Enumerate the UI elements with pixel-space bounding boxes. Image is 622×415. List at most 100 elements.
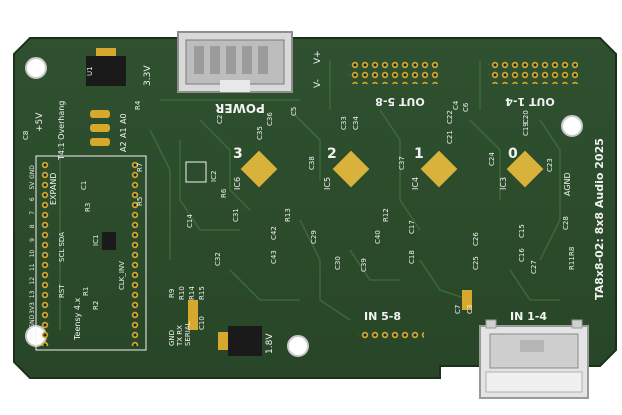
expand-label: EXPAND [49,173,58,205]
ref-c36: C36 [266,112,274,126]
header-pin-label: 7 [29,211,36,215]
ref-r5: R5 [136,197,144,206]
serial-txrx-label: TX RX [176,325,184,347]
header-pin-label: 13 [29,290,36,298]
ref-c18: C18 [408,250,416,264]
header-pin-label: 5V [29,181,36,190]
ref-c40: C40 [374,230,382,244]
ref-r1: R1 [82,287,90,296]
header-pin-label: 10 [29,250,36,258]
ref-c25: C25 [472,256,480,270]
header-pin-label: 8 [29,224,36,228]
board-title: TA8x8-02: 8x8 Audio 2025 [593,138,606,300]
ref-c27: C27 [530,260,538,274]
regulators [86,48,262,356]
ref-c20: C20 [522,110,530,124]
ref-ic1: IC1 [92,235,100,246]
input-connector [479,319,589,399]
header-pin-label: GND [29,314,36,328]
ref-r4: R4 [134,100,142,110]
power-connector [177,31,293,93]
codec-number-0: 0 [508,146,518,162]
ref-c23: C23 [546,158,554,172]
ref-c34: C34 [352,116,360,130]
ref-c7: C7 [454,305,462,314]
header-pin-label: VIN [29,330,36,340]
rst-label: RST [58,284,66,298]
ref-c22: C22 [446,110,454,124]
ref-r3: R3 [84,203,92,212]
ref-ic2: IC2 [210,171,218,182]
ref-c35: C35 [256,126,264,140]
ref-c26: C26 [472,232,480,246]
v-plus-label: V+ [313,50,323,64]
ref-c19c20: C19 [522,122,530,136]
ref-r15: R15 [198,286,206,300]
addr-a1: A1 [119,127,128,138]
addr-a2: A2 [119,141,128,152]
i2c-label: SCL SDA [58,232,66,262]
ref-c32: C32 [214,252,222,266]
ref-c8: C8 [22,131,30,140]
ic6-label: IC6 [233,177,242,190]
ref-c17: C17 [408,220,416,234]
ref-c10: C10 [198,316,206,330]
ref-c29: C29 [310,230,318,244]
header-pin-label: GND [29,165,36,179]
ref-r14: R14 [188,286,196,300]
ref-c15: C15 [518,224,526,238]
ic5-label: IC5 [323,177,332,190]
serial-label: SERIAL [184,321,192,346]
out-1-4-header [488,60,578,84]
ref-c16: C16 [518,248,526,262]
ref-r9: R9 [168,289,176,298]
power-label: POWER [215,101,265,115]
out-5-8-header [348,60,438,84]
codec-chips [240,150,544,188]
ic3-label: IC3 [499,177,508,190]
codec-number-3: 3 [233,146,243,162]
v5-label: +5V [35,112,45,132]
addr-a0: A0 [119,113,128,124]
serial-gnd-label: GND [168,330,176,346]
ref-c14: C14 [186,214,194,228]
in-1-4-label: IN 1-4 [510,310,547,323]
header-pin-label: 9 [29,238,36,242]
ref-r10: R10 [178,286,186,300]
copper-traces [59,60,561,330]
ref-c24: C24 [488,152,496,166]
clk-inv-label: CLK_INV [118,261,126,290]
header-pin-label: 11 [29,263,36,271]
ref-r11: R11 [568,256,576,270]
out-1-4-label: OUT 1-4 [505,95,555,108]
ref-r13: R13 [284,208,292,222]
silkscreen: POWER V- V+ 3.3V 1.8V +5V AGND T4.1 Over… [22,50,606,354]
codec-number-2: 2 [327,146,337,162]
out-5-8-label: OUT 5-8 [375,95,425,108]
header-pin-label: 6 [29,197,36,201]
ref-c2: C2 [216,115,224,124]
ref-c28: C28 [562,216,570,230]
v18-label: 1.8V [265,333,275,354]
ref-c38: C38 [308,156,316,170]
ref-r8: R8 [568,247,576,256]
v-minus-label: V- [313,79,323,88]
header-pin-label: 3V3 [29,302,36,314]
teensy-header-left [35,155,147,351]
ref-r2: R2 [92,301,100,310]
ref-c39: C39 [360,258,368,272]
ref-c37: C37 [398,156,406,170]
ref-r12: R12 [382,208,390,222]
agnd-label: AGND [563,172,572,196]
codec-number-1: 1 [414,146,424,162]
ref-c31: C31 [232,208,240,222]
ref-c6: C6 [462,102,470,112]
t41-label: T4.1 Overhang [57,101,66,161]
ref-u1: U1 [86,66,94,76]
ref-c21: C21 [446,130,454,144]
ref-c4: C4 [452,100,460,110]
ref-c33: C33 [340,116,348,130]
